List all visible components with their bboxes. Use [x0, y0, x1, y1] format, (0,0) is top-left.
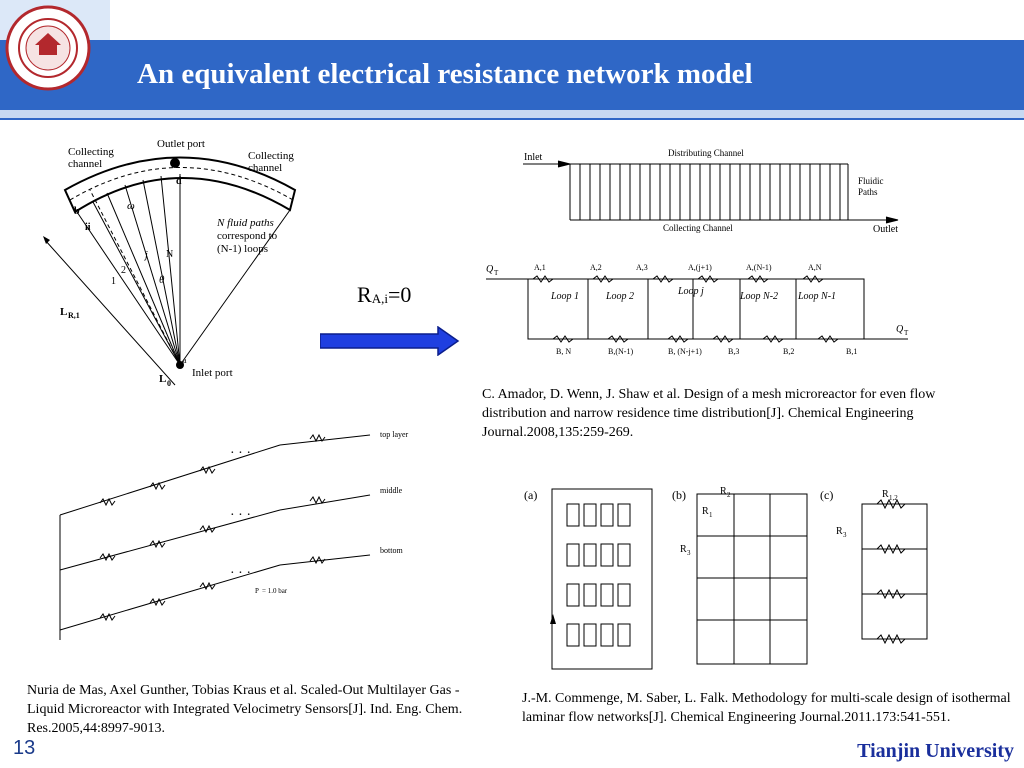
label-l-r1-sub: R,1 — [68, 311, 80, 320]
label-rb1: B,1 — [846, 347, 857, 356]
label-loop-1: Loop 1 — [550, 291, 579, 302]
label-ra3: A,3 — [636, 263, 648, 272]
label-omega: ω — [127, 200, 135, 212]
label-channel-left: channel — [68, 158, 102, 170]
label-ran1: A,(N-1) — [746, 263, 772, 272]
label-b: (b) — [672, 488, 686, 502]
label-loop-n-2: Loop N-2 — [739, 291, 778, 302]
label-p0: P — [255, 587, 259, 595]
ellipsis-bottom: · · · — [230, 566, 251, 581]
label-loop-j: Loop j — [677, 286, 704, 297]
label-rbn1: B,(N-1) — [608, 347, 633, 356]
label-rb3: B,3 — [728, 347, 739, 356]
label-fluid-note-2: correspond to — [217, 230, 278, 242]
label-fluid-note-3: (N-1) loops — [217, 243, 268, 255]
footer-university: Tianjin University — [857, 740, 1014, 762]
label-fluid-note-1: N fluid paths — [216, 217, 274, 229]
label-raj1: A,(j+1) — [688, 263, 712, 272]
slide-title: An equivalent electrical resistance netw… — [137, 58, 753, 90]
label-r12: R — [882, 489, 889, 500]
flow-arrow-icon — [550, 614, 556, 624]
label-r3-c: R — [836, 526, 843, 537]
label-inlet-port: Inlet port — [192, 367, 233, 379]
label-pt-a: a — [183, 356, 187, 365]
label-ra2: A,2 — [590, 263, 602, 272]
label-pt-1: 1 — [111, 276, 116, 287]
label-pt-j: j — [143, 250, 148, 261]
label-pt-ii: ii — [85, 222, 91, 233]
page-number: 13 — [13, 737, 36, 759]
header-underline — [0, 110, 1024, 118]
mesh-microreactor-diagram: Inlet Distributing Channel Fluidic Paths… — [486, 148, 909, 356]
label-r3-c-sub: 3 — [843, 531, 847, 539]
label-r2-sub: 2 — [727, 491, 731, 499]
label-r12-sub: 1,2 — [889, 494, 898, 502]
label-r2: R — [720, 486, 727, 497]
label-pt-d: d — [176, 176, 182, 187]
label-rbn: B, N — [556, 347, 571, 356]
label-qt-in-sub: T — [494, 269, 499, 277]
multilayer-network-diagram: · · · · · · · · · top layer middle botto… — [59, 430, 409, 640]
label-ran: A,N — [808, 263, 822, 272]
label-loop-n-1: Loop N-1 — [797, 291, 836, 302]
label-inlet: Inlet — [524, 152, 543, 163]
label-r1: R — [702, 506, 709, 517]
caption-amador: C. Amador, D. Wenn, J. Shaw et al. Desig… — [482, 387, 936, 440]
label-middle: middle — [380, 486, 403, 495]
ra-base: R — [357, 282, 372, 307]
label-qt-out-sub: T — [904, 329, 909, 337]
label-loop-2: Loop 2 — [605, 291, 634, 302]
label-collecting-left: Collecting — [68, 146, 114, 158]
label-rbnj1: B, (N-j+1) — [668, 347, 702, 356]
header-band — [0, 40, 1024, 120]
fan-network-diagram: Outlet port Collecting channel Collectin… — [43, 138, 297, 388]
label-ra1: A,1 — [534, 263, 546, 272]
label-rb2: B,2 — [783, 347, 794, 356]
label-theta: θ — [159, 274, 165, 286]
label-collecting-channel: Collecting Channel — [663, 223, 733, 233]
ra-zero-label: RA,i=0 — [357, 282, 411, 308]
label-fluidic: Fluidic — [858, 176, 884, 186]
caption-commenge: J.-M. Commenge, M. Saber, L. Falk. Metho… — [522, 691, 1011, 725]
label-c: (c) — [820, 488, 833, 502]
ellipsis-top: · · · — [230, 446, 251, 461]
label-qt-out: Q — [896, 324, 904, 335]
university-logo — [5, 5, 91, 91]
ellipsis-middle: · · · — [230, 508, 251, 523]
label-p0-note: = 1.0 bar — [262, 587, 288, 595]
label-channel-right: channel — [248, 162, 282, 174]
label-pt-b: b — [74, 206, 80, 217]
label-a: (a) — [524, 488, 537, 502]
label-outlet-port: Outlet port — [157, 138, 205, 150]
label-pt-n: N — [166, 249, 173, 260]
label-r3-b: R — [680, 544, 687, 555]
label-collecting-right: Collecting — [248, 150, 294, 162]
label-qt-in: Q — [486, 264, 494, 275]
label-paths: Paths — [858, 187, 878, 197]
label-outlet: Outlet — [873, 224, 898, 235]
label-l0-sub: 0 — [167, 379, 171, 388]
ra-sub: A,i — [371, 291, 388, 306]
label-top-layer: top layer — [380, 430, 409, 439]
label-pt-2: 2 — [121, 265, 126, 276]
ra-suffix: =0 — [387, 282, 412, 307]
caption-nuria: Nuria de Mas, Axel Gunther, Tobias Kraus… — [27, 683, 463, 736]
label-distributing: Distributing Channel — [668, 148, 744, 158]
label-l0: L — [159, 373, 166, 385]
right-arrow-icon — [320, 326, 460, 356]
label-r1-sub: 1 — [709, 511, 713, 519]
label-r3-b-sub: 3 — [687, 549, 691, 557]
multiscale-network-diagram: (a) (b) (c) R 2 R 1 R 3 R 1,2 R 3 — [524, 486, 928, 670]
label-l-r1: L — [60, 306, 67, 318]
label-bottom: bottom — [380, 546, 403, 555]
